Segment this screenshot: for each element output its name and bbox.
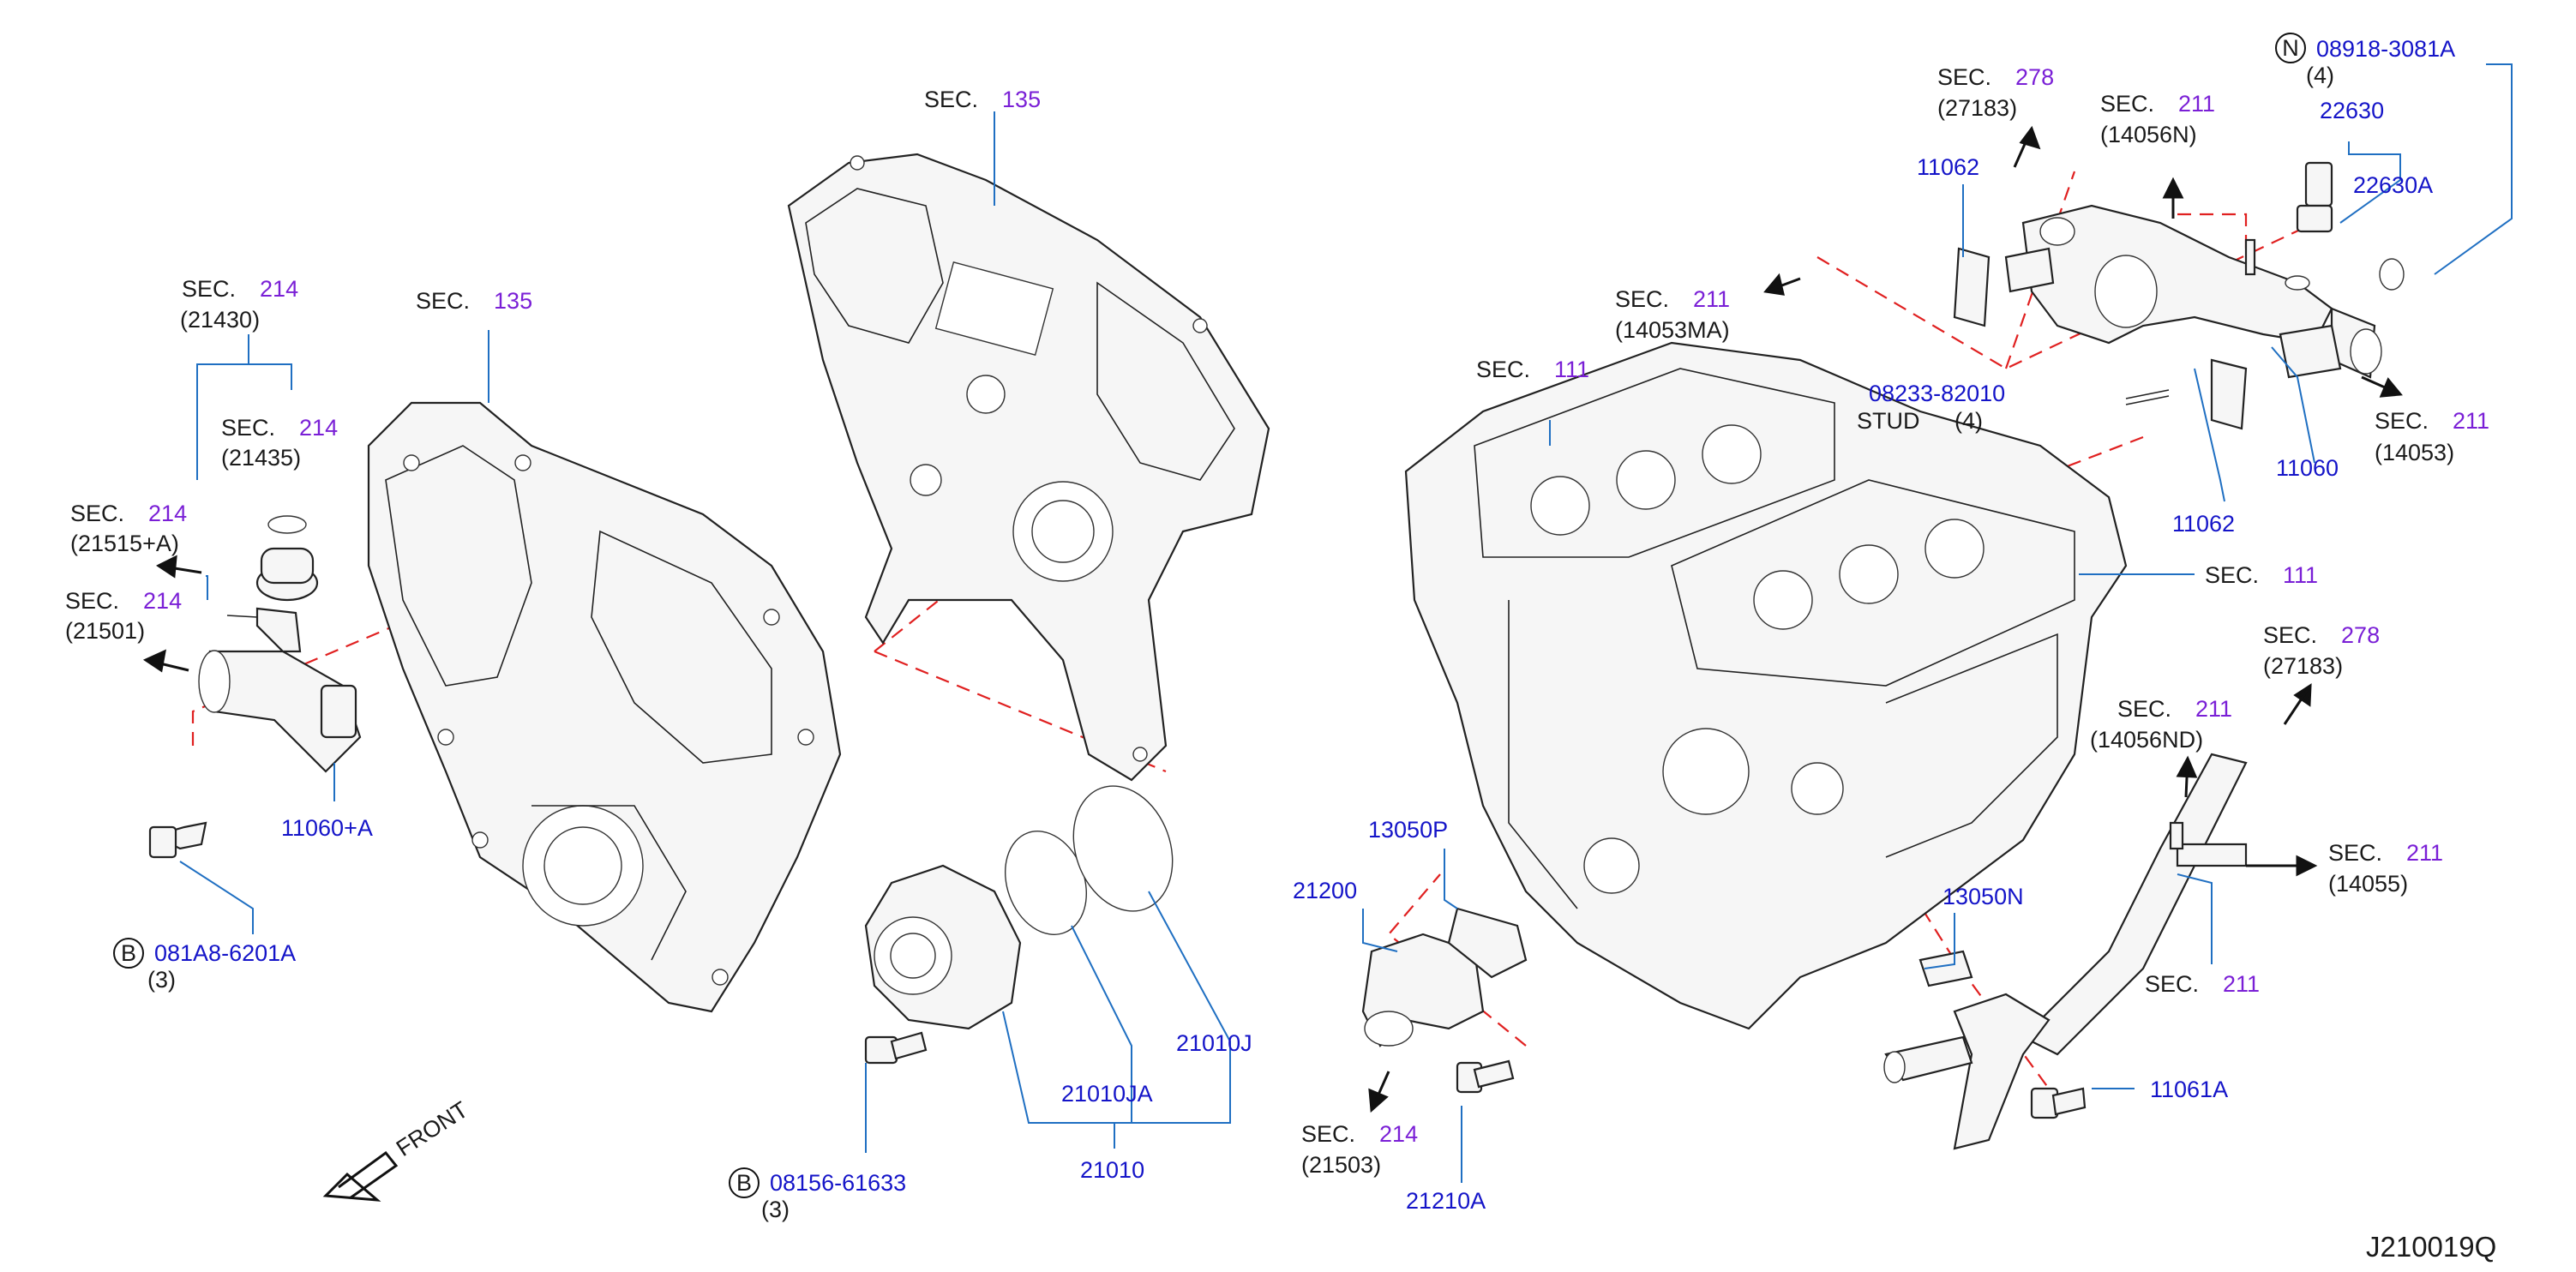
part-08233-82010: 08233-82010 [1869, 381, 2005, 406]
ref-14056n: (14056N) [2100, 122, 2197, 147]
part-11062-bottom: 11062 [2172, 511, 2235, 537]
sec278-right-label: SEC.278 [2263, 622, 2380, 648]
arrow-to-sec214-21515a [156, 555, 202, 579]
part-13050n: 13050N [1943, 884, 2024, 909]
part-13050p: 13050P [1368, 817, 1448, 843]
rear-chain-case [787, 153, 1270, 782]
bolt-marker-b-left [113, 938, 144, 969]
arrow-to-sec214-21503 [1368, 1071, 1390, 1113]
sec211-14056nd-label: SEC.211 [2117, 696, 2232, 722]
bolt-marker-b-left-letter: B [121, 940, 136, 966]
part-21200: 21200 [1293, 878, 1357, 903]
qty-08918: (4) [2306, 63, 2334, 88]
ref-14056nd: (14056ND) [2090, 727, 2203, 753]
front-timing-cover [367, 401, 842, 1013]
sec211-14053ma-label: SEC.211 [1615, 286, 1730, 312]
part-21010j: 21010J [1176, 1030, 1252, 1056]
sec211-14056n-label: SEC.211 [2100, 91, 2215, 117]
water-pump [864, 785, 1174, 1065]
water-pipe-lower [1883, 753, 2248, 1150]
arrow-to-sec211-14055 [2246, 855, 2318, 877]
part-08156-61633: 08156-61633 [770, 1170, 906, 1196]
sec214-21503-label: SEC.214 [1301, 1121, 1418, 1147]
part-11062-top: 11062 [1917, 154, 1979, 180]
part-21010ja: 21010JA [1061, 1081, 1153, 1107]
sec214-21515a-label: SEC.214 [70, 501, 187, 526]
sec214-21430-label: SEC.214 [182, 276, 298, 302]
ref-27183-top: (27183) [1937, 95, 2017, 121]
ref-21430: (21430) [180, 307, 260, 333]
part-21210a: 21210A [1406, 1188, 1486, 1214]
part-22630: 22630 [2320, 98, 2384, 123]
qty-08156: (3) [761, 1197, 790, 1222]
arrow-to-sec211-14056nd [2176, 755, 2198, 798]
sec135-left-label: SEC.135 [416, 288, 532, 314]
ref-21503: (21503) [1301, 1152, 1381, 1178]
part-21010: 21010 [1080, 1157, 1144, 1183]
cylinder-block [1404, 341, 2128, 1030]
arrow-to-sec278-right [2283, 683, 2312, 725]
qty-081a8: (3) [147, 967, 176, 993]
part-11060a: 11060+A [281, 815, 373, 841]
stud-label: STUD [1857, 408, 1920, 434]
sec111-right-label: SEC.111 [2205, 562, 2318, 588]
bolt-marker-b-bottom [729, 1167, 760, 1198]
ref-21515a: (21515+A) [70, 531, 179, 556]
sec214-21435-label: SEC.214 [221, 415, 338, 441]
part-08918-3081a: 08918-3081A [2316, 36, 2455, 62]
front-arrow [322, 1150, 399, 1202]
sec135-top-label: SEC.135 [924, 87, 1041, 112]
bolt-marker-b-bottom-letter: B [736, 1170, 752, 1196]
part-081a8-6201a: 081A8-6201A [154, 940, 296, 966]
ref-14053ma: (14053MA) [1615, 317, 1730, 343]
ref-14055: (14055) [2328, 871, 2408, 897]
ref-14053: (14053) [2375, 440, 2454, 465]
arrow-to-sec278-top [2013, 125, 2041, 168]
nut-marker-n-letter: N [2282, 35, 2299, 61]
sec211-14055-label: SEC.211 [2328, 840, 2443, 866]
sec214-21501-label: SEC.214 [65, 588, 182, 614]
direction-arrows [142, 125, 2403, 1202]
part-11061a: 11061A [2150, 1077, 2228, 1102]
drawing-code: J210019Q [2366, 1231, 2496, 1263]
arrow-to-sec211-14053ma [1763, 273, 1801, 296]
ref-21435: (21435) [221, 445, 301, 471]
nut-marker-n [2275, 33, 2306, 63]
bolt-081a8 [148, 821, 207, 859]
sec211-bottom-label: SEC.211 [2145, 971, 2260, 997]
water-pipe-upper [1953, 161, 2405, 430]
qty-08233: (4) [1955, 408, 1983, 434]
thermostat-housing [1361, 907, 1528, 1094]
sec278-top-label: SEC.278 [1937, 64, 2054, 90]
front-label: FRONT [392, 1096, 472, 1161]
arrow-to-sec211-14053 [2361, 375, 2403, 398]
part-11060: 11060 [2276, 455, 2339, 481]
sec211-14053-label: SEC.211 [2375, 408, 2489, 434]
leader-lines [179, 63, 2513, 1183]
ref-21501: (21501) [65, 618, 145, 644]
ref-27183-right: (27183) [2263, 653, 2343, 679]
arrow-to-sec211-14056n [2162, 177, 2184, 219]
part-22630a: 22630A [2353, 172, 2433, 198]
sec111-top-label: SEC.111 [1476, 357, 1589, 382]
arrow-to-sec214-21501 [142, 649, 189, 673]
water-outlet [198, 515, 362, 773]
